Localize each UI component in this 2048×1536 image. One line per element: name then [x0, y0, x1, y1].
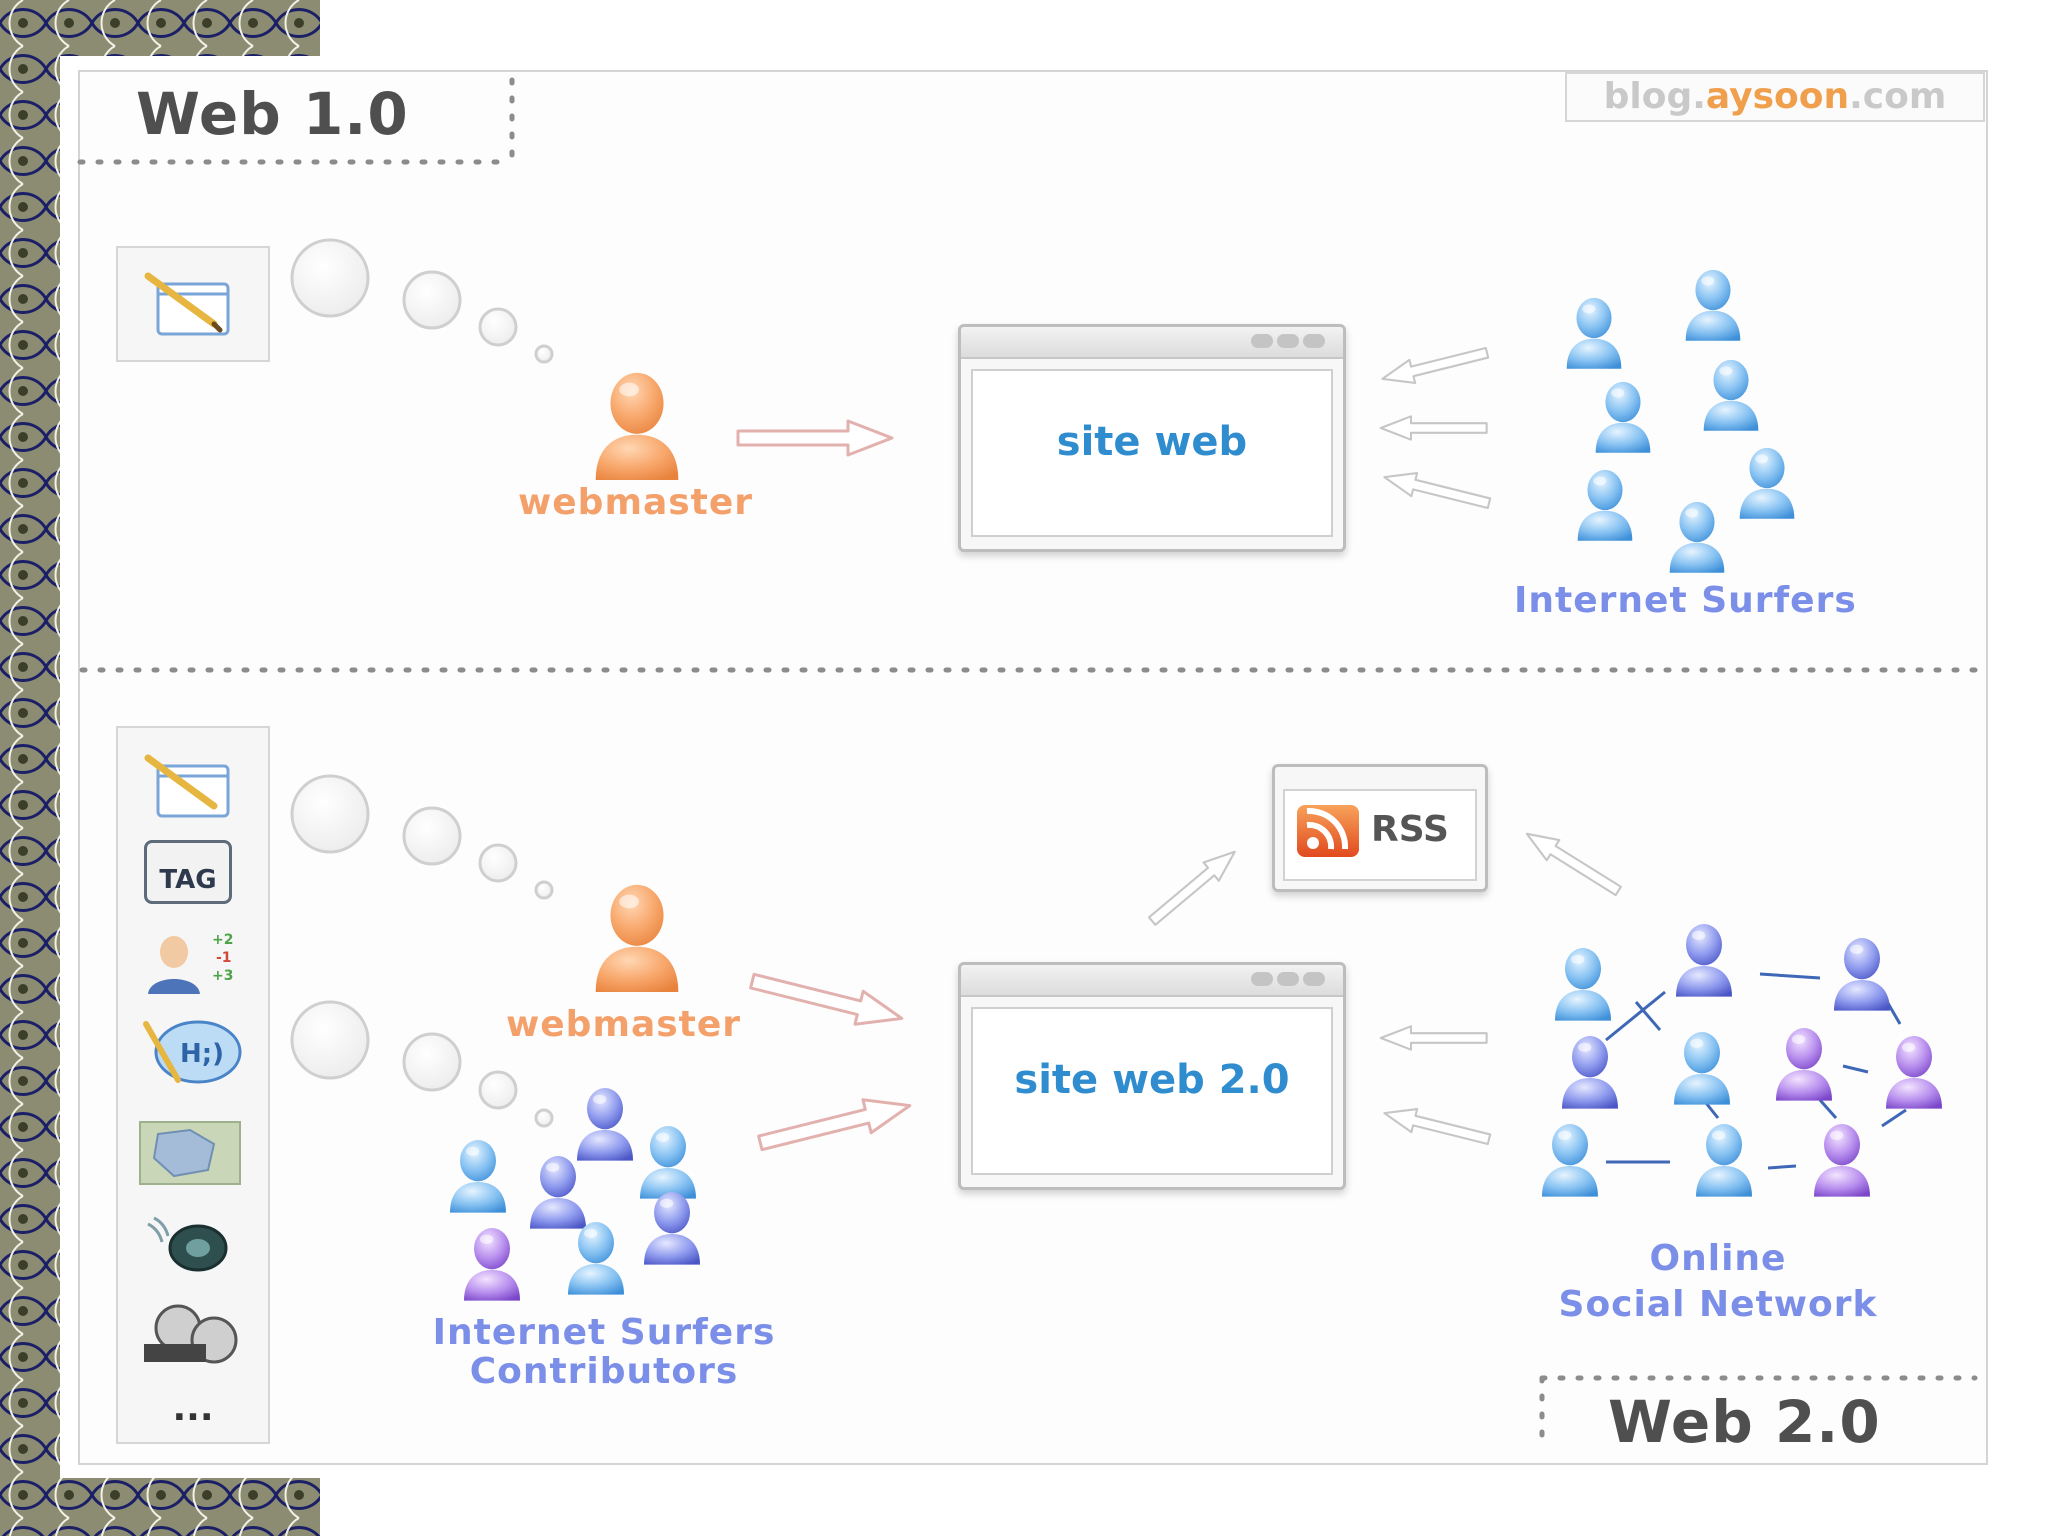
arrow-surfers-to-site-3	[1380, 464, 1494, 517]
more-tools-ellipsis: ...	[172, 1388, 214, 1429]
arrow-network-to-site2-2	[1380, 1100, 1494, 1153]
svg-text:-1: -1	[216, 950, 232, 966]
rss-icon	[1297, 805, 1359, 857]
credit-badge: blog.aysoon.com	[1565, 72, 1985, 122]
arrow-contributors-to-site2	[754, 1087, 916, 1161]
chat-icon: H;)	[143, 1020, 242, 1084]
internet-surfers-group	[1566, 269, 1795, 573]
contributors-group	[450, 1088, 700, 1301]
webmaster-web2-icon	[595, 884, 679, 993]
tag-icon: TAG	[144, 840, 232, 904]
notepad-icon	[144, 754, 230, 818]
webmaster-web1-label: webmaster	[518, 482, 754, 523]
site-web-label: site web	[1056, 419, 1248, 465]
arrow-network-to-rss	[1519, 822, 1627, 903]
arrow-rss-to-site2	[1143, 841, 1244, 932]
arrow-surfers-to-site-2	[1379, 414, 1488, 442]
network-links	[1605, 972, 1907, 1170]
rss-label: RSS	[1371, 809, 1449, 850]
contributors-label: Internet Surfers Contributors	[424, 1312, 784, 1392]
arrow-network-to-site2-1	[1379, 1024, 1488, 1052]
web1-title: Web 1.0	[136, 80, 409, 148]
web1-tools-panel	[116, 246, 270, 362]
social-network-group	[1542, 924, 1942, 1197]
svg-text:H;): H;)	[180, 1039, 224, 1069]
social-network-label: Online Social Network	[1538, 1236, 1898, 1328]
webmaster-web1-icon	[595, 372, 679, 481]
svg-text:+3: +3	[212, 968, 233, 984]
social-network-label-line1: Online	[1649, 1238, 1787, 1279]
contributors-label-line2: Contributors	[469, 1351, 739, 1392]
svg-text:+2: +2	[212, 932, 233, 948]
arrow-webmaster-to-site2	[746, 963, 908, 1037]
webmaster-web2-label: webmaster	[506, 1004, 742, 1045]
notepad-icon	[144, 272, 230, 336]
map-icon	[139, 1121, 241, 1185]
site-web2-window: site web 2.0	[958, 962, 1346, 1190]
web2-title: Web 2.0	[1608, 1388, 1881, 1456]
social-network-label-line2: Social Network	[1558, 1284, 1878, 1325]
arrow-webmaster-to-site	[736, 419, 894, 457]
arrow-surfers-to-site-1	[1378, 339, 1492, 392]
site-web2-label: site web 2.0	[1014, 1057, 1290, 1103]
speaker-icon	[147, 1216, 228, 1272]
web2-tools-panel: TAG +2 -1 +3 H;) ...	[116, 726, 270, 1444]
rating-user-icon: +2 -1 +3	[148, 932, 233, 994]
internet-surfers-label: Internet Surfers	[1514, 580, 1857, 621]
rss-window: RSS	[1272, 764, 1488, 892]
credit-middle: aysoon	[1705, 76, 1850, 117]
film-reel-icon	[144, 1304, 238, 1364]
tag-icon-label: TAG	[159, 865, 217, 895]
credit-suffix: .com	[1849, 76, 1947, 117]
diagram-frame	[78, 70, 1988, 1465]
site-web-window: site web	[958, 324, 1346, 552]
contributors-label-line1: Internet Surfers	[432, 1312, 776, 1353]
credit-prefix: blog.	[1603, 76, 1706, 117]
